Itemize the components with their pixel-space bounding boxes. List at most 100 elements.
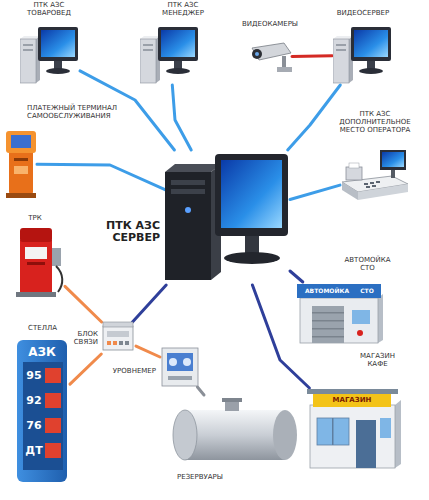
node-label: ПТК АЗС ТОВАРОВЕД (18, 1, 80, 17)
network-cable (70, 354, 101, 384)
communication-unit-icon (103, 326, 133, 350)
fuel-tank-icon (225, 401, 239, 411)
fuel-tank-icon (185, 410, 285, 460)
workstation-node: ПТК АЗС ТОВАРОВЕД (20, 25, 80, 85)
fuel-grade: 76 (23, 420, 45, 431)
fuel-dispenser-icon (56, 266, 62, 292)
node-label: ПТК АЗС ДОПОЛНИТЕЛЬНОЕ МЕСТО ОПЕРАТОРА (335, 110, 415, 134)
network-cable (288, 85, 341, 150)
communication-unit-icon (107, 341, 111, 345)
operator-node: ПТК АЗС ДОПОЛНИТЕЛЬНОЕ МЕСТО ОПЕРАТОРА (340, 150, 410, 200)
price-stela-icon (45, 443, 61, 458)
level-gauge-node: УРОВНЕМЕР (160, 345, 200, 387)
shop-building (307, 389, 398, 394)
level-gauge-icon (167, 353, 193, 371)
price-stela-icon (17, 340, 67, 482)
car-wash-building (312, 306, 344, 343)
node-label: РЕЗЕРВУАРЫ (160, 473, 240, 481)
node-label: ПТК АЗС СЕРВЕР (94, 220, 160, 244)
price-stela-icon (45, 368, 61, 383)
car-wash-building (312, 312, 344, 314)
fuel-dispenser-icon (16, 228, 62, 297)
cash-register-icon (349, 163, 359, 168)
car-wash-building (297, 284, 383, 343)
level-gauge-icon (162, 348, 198, 386)
car-wash-building (297, 284, 381, 298)
payment-kiosk-icon (11, 135, 31, 148)
level-gauge-icon (162, 348, 198, 386)
shop-building (380, 418, 391, 438)
shop-building (307, 389, 401, 468)
camera-icon (252, 49, 262, 59)
cash-register-icon (391, 169, 395, 178)
cash-register-icon (346, 167, 362, 180)
computer-icon (20, 27, 78, 83)
network-cable (290, 271, 303, 282)
fuel-dispenser-icon (20, 228, 52, 242)
server-node: ПТК АЗС СЕРВЕР (165, 150, 290, 285)
communication-unit-icon (103, 322, 133, 350)
payment-kiosk-icon (6, 131, 36, 198)
network-cable (172, 85, 191, 150)
price-stela-icon (23, 362, 63, 470)
payment-kiosk-icon (6, 193, 36, 198)
cash-register-icon (372, 185, 376, 187)
shop-building (317, 418, 349, 445)
fuel-tank-icon (222, 398, 242, 402)
fuel-tank-icon (173, 410, 197, 460)
server-icon (165, 154, 288, 280)
price-stela-icon (45, 393, 61, 408)
node-label: ТРК (15, 214, 55, 222)
level-gauge-icon (183, 358, 191, 366)
level-gauge-icon (169, 358, 177, 366)
computer-icon (20, 27, 78, 83)
communication-unit-icon (119, 341, 123, 345)
fuel-tank-icon (173, 398, 297, 460)
cash-register-icon (342, 182, 358, 200)
comm-unit-node: БЛОК СВЯЗИ (100, 322, 136, 354)
building-sign: МАГАЗИН (313, 397, 391, 404)
network-cable (65, 286, 102, 322)
payment-kiosk-icon (6, 131, 36, 153)
shop-building (310, 405, 395, 468)
fuel-dispenser-icon (25, 247, 47, 259)
shop-building (395, 400, 401, 468)
price-stela-icon (17, 340, 67, 482)
node-label: АВТОМОЙКА СТО (340, 256, 395, 272)
payment-kiosk-icon (9, 148, 33, 194)
building-sign: АВТОМОЙКА (300, 288, 354, 294)
building-sign: СТО (355, 288, 379, 294)
car-wash-building (300, 298, 378, 343)
kiosk-node: ПЛАТЕЖНЫЙ ТЕРМИНАЛ САМООБСЛУЖИВАНИЯ (5, 130, 37, 198)
fuel-tank-icon (273, 410, 297, 460)
camera-icon (252, 43, 291, 60)
fuel-grade: 95 (23, 370, 45, 381)
fuel-dispenser-icon (52, 248, 61, 266)
camera-icon (282, 56, 286, 69)
cash-register-icon (376, 181, 380, 183)
video-server-node: ВИДЕОСЕРВЕР (332, 25, 394, 85)
node-label: ВИДЕОСЕРВЕР (328, 9, 398, 17)
camera-node: ВИДЕОКАМЕРЫ (248, 42, 292, 72)
network-cable (136, 346, 160, 357)
car-wash-building (312, 328, 344, 330)
node-label: ВИДЕОКАМЕРЫ (235, 20, 305, 28)
level-gauge-icon (168, 376, 192, 380)
fuel-dispenser-icon (16, 292, 56, 297)
cash-register-icon (380, 150, 406, 170)
tank-node: РЕЗЕРВУАРЫ (170, 395, 300, 470)
computer-icon (140, 27, 198, 83)
communication-unit-icon (113, 341, 117, 345)
node-label: СТЕЛЛА (15, 324, 70, 332)
network-cable (290, 185, 340, 199)
network-cable (133, 285, 167, 322)
node-label: МАГАЗИН КАФЕ (355, 352, 400, 368)
cash-register-icon (358, 184, 408, 200)
network-cable (37, 164, 165, 189)
camera-icon (255, 52, 259, 56)
network-cable (252, 285, 309, 388)
payment-kiosk-icon (14, 166, 28, 174)
car-wash-building (352, 310, 370, 324)
